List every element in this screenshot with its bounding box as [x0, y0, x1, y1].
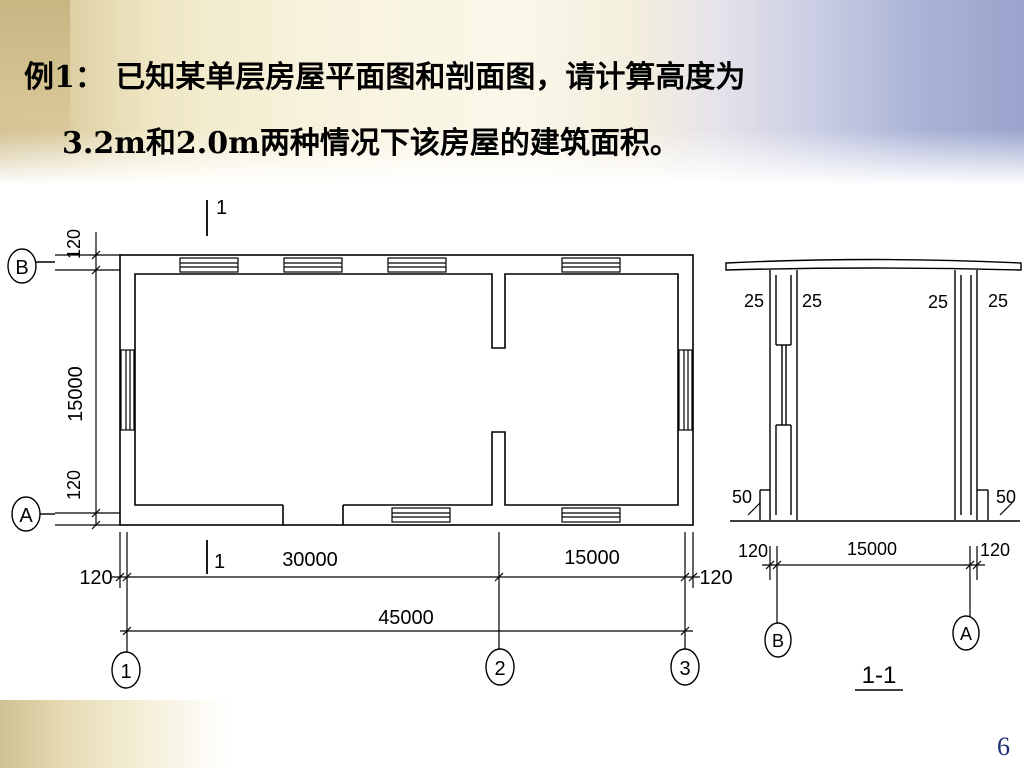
plan-dim-span-1-2: 30000	[282, 549, 338, 571]
section-right-wall	[954, 270, 989, 520]
plan-axis-2-label: 2	[494, 658, 505, 680]
page-number: 6	[997, 732, 1010, 761]
section-axis-markers	[764, 615, 980, 658]
slide-title-line-1: 例1： 已知某单层房屋平面图和剖面图，请计算高度为	[24, 60, 746, 95]
plan-section-mark-top: 1	[216, 197, 227, 219]
section-dim-120-right: 120	[980, 540, 1010, 560]
plan-windows-top	[179, 257, 621, 273]
plan-dim-left-wall: 120	[79, 567, 112, 589]
section-dim-50-left: 50	[732, 487, 752, 507]
section-dimensions	[747, 502, 1013, 625]
section-dim-25-b: 25	[802, 291, 822, 311]
plan-dim-span-2-3: 15000	[564, 547, 620, 569]
section-dim-25-c: 25	[928, 292, 948, 312]
plan-dim-total: 45000	[378, 607, 434, 629]
plan-dim-top-wall: 120	[64, 229, 84, 259]
plan-axis-3-label: 3	[679, 658, 690, 680]
section-axis-b-label: B	[772, 631, 784, 651]
plan-dim-depth: 15000	[65, 366, 87, 422]
section-drawing	[725, 258, 1022, 691]
plan-axis-markers-bottom	[111, 648, 700, 689]
plan-axis-1-label: 1	[120, 661, 131, 683]
plan-dim-right-wall: 120	[699, 567, 732, 589]
plan-outer-wall	[119, 254, 694, 526]
decorative-background-bottom	[0, 700, 230, 768]
section-dim-25-d: 25	[988, 291, 1008, 311]
section-roof	[725, 258, 1022, 271]
section-axis-a-label: A	[960, 624, 972, 644]
plan-axis-b-label: B	[15, 257, 28, 279]
section-dim-span: 15000	[847, 539, 897, 559]
section-left-wall	[759, 270, 798, 520]
plan-axis-markers-left	[7, 248, 55, 532]
slide-title-line-2: 3.2m和2.0m两种情况下该房屋的建筑面积。	[62, 126, 680, 161]
section-label: 1-1	[862, 662, 897, 689]
plan-left-dimensions	[55, 232, 120, 530]
plan-windows-bottom	[391, 507, 621, 523]
plan-windows-side	[120, 349, 693, 431]
section-dim-25-a: 25	[744, 291, 764, 311]
plan-dim-bottom-wall: 120	[64, 470, 84, 500]
floor-plan	[7, 200, 700, 689]
plan-door-opening	[282, 505, 344, 525]
plan-section-mark-bottom: 1	[214, 551, 225, 573]
section-dim-120-left: 120	[738, 541, 768, 561]
section-dim-50-right: 50	[996, 487, 1016, 507]
plan-inner-wall-left-room	[134, 273, 679, 506]
floor-plan-labels: 1 1 120 15000 120 30000 15000 120 120 45…	[15, 197, 732, 683]
plan-bottom-dimensions	[112, 532, 700, 652]
section-labels: 25 25 25 25 50 50 120 15000 120 B A 1-1	[732, 291, 1016, 689]
plan-axis-a-label: A	[19, 505, 33, 527]
decorative-fade	[0, 0, 1024, 185]
